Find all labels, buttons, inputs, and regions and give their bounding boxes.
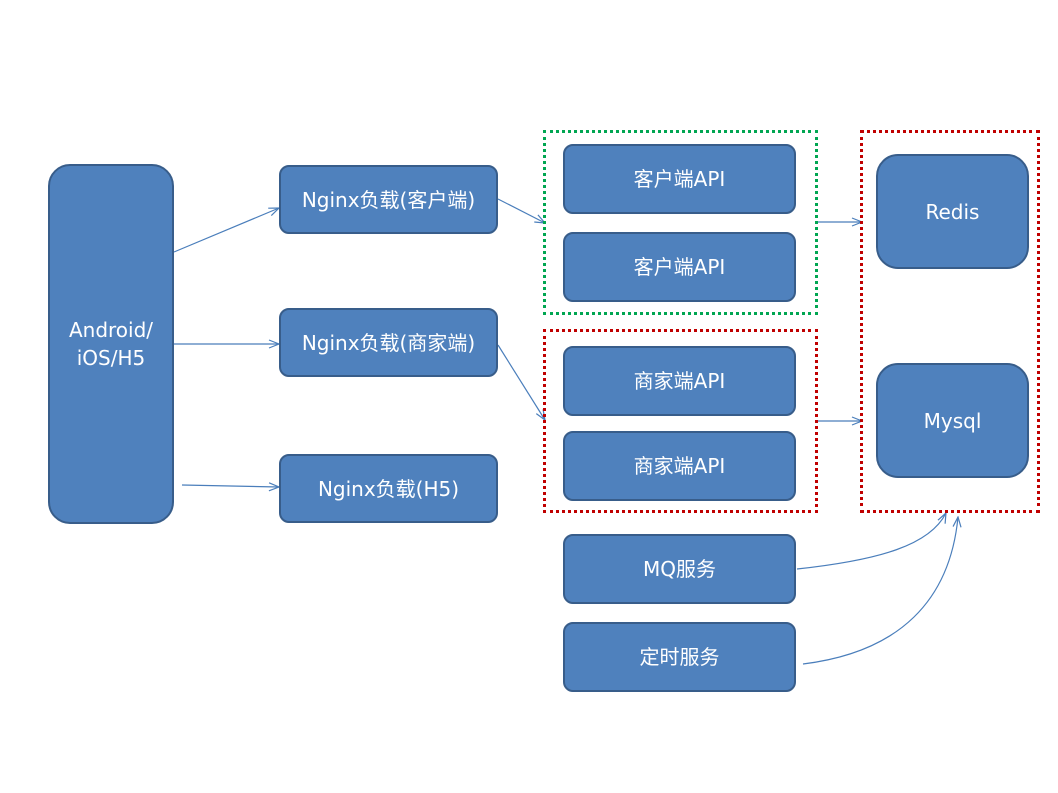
scheduled-service-node[interactable]: 定时服务: [563, 622, 796, 692]
mysql-node[interactable]: Mysql: [876, 363, 1029, 478]
mysql-label: Mysql: [923, 408, 982, 433]
edge-client-nginx-h5: [181, 485, 279, 487]
merchant-api-node-2[interactable]: 商家端API: [563, 431, 796, 501]
merchant-api-group: [543, 329, 818, 513]
customer-api-1-label: 客户端API: [633, 167, 726, 191]
merchant-api-1-label: 商家端API: [633, 369, 726, 393]
nginx-h5-node[interactable]: Nginx负载(H5): [279, 454, 498, 523]
edge-nginx-merchant-merchant-api: [497, 344, 545, 420]
edge-scheduled-storage: [802, 517, 958, 665]
merchant-api-2-label: 商家端API: [633, 454, 726, 478]
mq-service-node[interactable]: MQ服务: [563, 534, 796, 604]
redis-label: Redis: [925, 199, 980, 224]
client-node-label: Android/ iOS/H5: [68, 318, 154, 370]
nginx-customer-label: Nginx负载(客户端): [301, 187, 476, 212]
customer-api-node-2[interactable]: 客户端API: [563, 232, 796, 302]
edge-nginx-customer-customer-api: [497, 198, 545, 223]
customer-api-group: [543, 130, 818, 315]
nginx-customer-node[interactable]: Nginx负载(客户端): [279, 165, 498, 234]
scheduled-service-label: 定时服务: [639, 645, 720, 669]
redis-node[interactable]: Redis: [876, 154, 1029, 269]
merchant-api-node-1[interactable]: 商家端API: [563, 346, 796, 416]
nginx-merchant-label: Nginx负载(商家端): [301, 330, 476, 355]
mq-service-label: MQ服务: [643, 557, 716, 581]
client-node[interactable]: Android/ iOS/H5: [48, 164, 174, 524]
edge-client-nginx-customer: [173, 208, 279, 253]
nginx-h5-label: Nginx负载(H5): [317, 476, 460, 501]
customer-api-2-label: 客户端API: [633, 255, 726, 279]
customer-api-node-1[interactable]: 客户端API: [563, 144, 796, 214]
edge-mq-storage: [796, 513, 946, 570]
nginx-merchant-node[interactable]: Nginx负载(商家端): [279, 308, 498, 377]
storage-group: [860, 130, 1040, 513]
